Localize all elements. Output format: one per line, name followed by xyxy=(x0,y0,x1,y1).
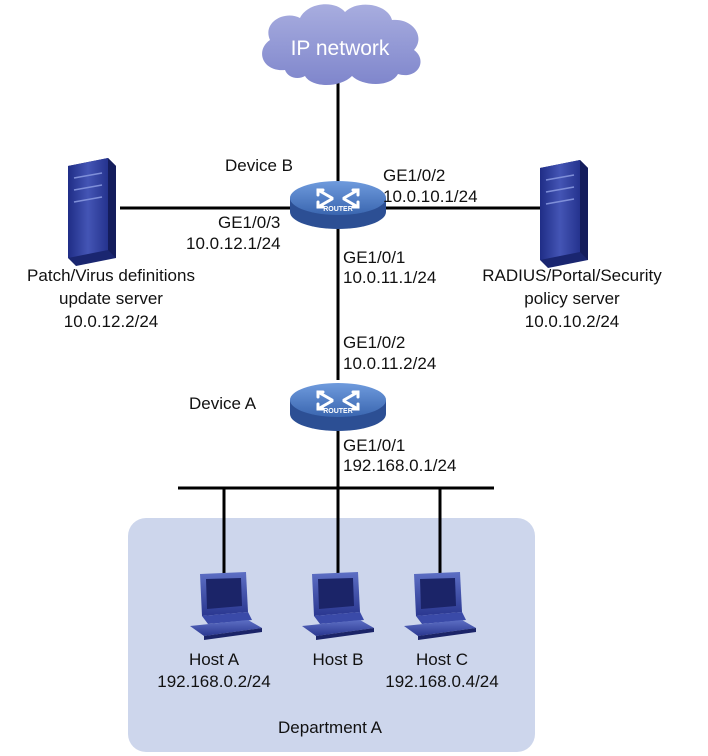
device-b-ge101-ip: 10.0.11.1/24 xyxy=(343,268,437,287)
host-c-ip: 192.168.0.4/24 xyxy=(385,672,499,691)
host-a-label: Host A 192.168.0.2/24 xyxy=(134,650,294,692)
device-b-ge101-name: GE1/0/1 xyxy=(343,248,406,267)
device-a-ge101-ip: 192.168.0.1/24 xyxy=(343,456,457,475)
host-a-name: Host A xyxy=(188,650,240,669)
radius-server-line1: RADIUS/Portal/Security xyxy=(482,266,662,285)
device-b-ge102-name: GE1/0/2 xyxy=(383,166,446,185)
router-badge: ROUTER xyxy=(323,206,353,213)
host-c-name: Host C xyxy=(416,650,468,669)
device-b-ge103-ip: 10.0.12.1/24 xyxy=(186,234,281,253)
router-icon xyxy=(290,383,386,431)
radius-server-line2: policy server xyxy=(524,289,620,308)
server-icon xyxy=(540,160,588,268)
patch-server-ip: 10.0.12.2/24 xyxy=(63,312,159,331)
patch-server-label: Patch/Virus definitions update server 10… xyxy=(0,266,222,332)
device-a-ge101-name: GE1/0/1 xyxy=(343,436,406,455)
device-a-label: Device A xyxy=(189,394,257,413)
device-b-ge103-name: GE1/0/3 xyxy=(218,213,281,232)
pc-icon xyxy=(190,572,262,640)
pc-icon xyxy=(404,572,476,640)
cloud-label: IP network xyxy=(291,37,390,60)
radius-server-label: RADIUS/Portal/Security policy server 10.… xyxy=(462,266,682,332)
host-a-ip: 192.168.0.2/24 xyxy=(157,672,271,691)
device-a-ge102-ip: 10.0.11.2/24 xyxy=(343,354,437,373)
router-icon xyxy=(290,181,386,229)
host-b-name: Host B xyxy=(312,650,364,669)
patch-server-line1: Patch/Virus definitions xyxy=(27,266,195,285)
router-badge: ROUTER xyxy=(323,408,353,415)
host-c-label: Host C 192.168.0.4/24 xyxy=(362,650,522,692)
server-icon xyxy=(68,158,116,266)
links xyxy=(120,68,540,575)
patch-server-line2: update server xyxy=(59,289,163,308)
radius-server-ip: 10.0.10.2/24 xyxy=(524,312,620,331)
department-label: Department A xyxy=(278,718,382,737)
device-a-ge102-name: GE1/0/2 xyxy=(343,333,406,352)
device-b-ge102-ip: 10.0.10.1/24 xyxy=(383,187,478,206)
device-b-label: Device B xyxy=(225,156,294,175)
pc-icon xyxy=(302,572,374,640)
cloud-icon xyxy=(262,4,421,86)
host-b-label: Host B xyxy=(288,650,388,670)
